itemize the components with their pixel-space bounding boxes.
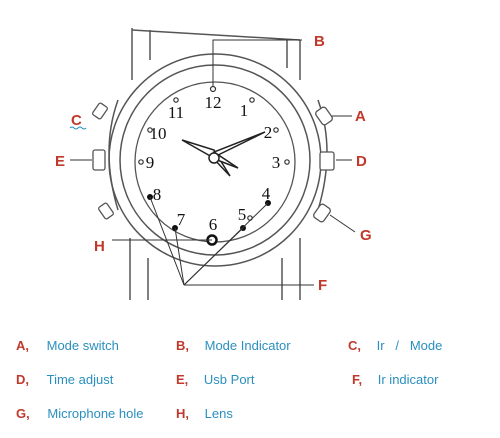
- button-g: [313, 203, 331, 223]
- dial-number: 4: [262, 184, 271, 203]
- upper-strap: [131, 28, 301, 80]
- button-lower-left: [98, 202, 114, 220]
- button-c: [92, 102, 108, 120]
- dial-number: 10: [150, 124, 167, 143]
- dial-numbers: 12 11 1 10 2 9 3 8 4 7 6 5: [146, 93, 281, 234]
- callout-f: F: [318, 277, 327, 294]
- legend-label: Microphone hole: [47, 406, 144, 421]
- legend-key: E,: [176, 372, 189, 387]
- callout-c: C: [71, 112, 82, 129]
- hour-hand: [181, 139, 231, 177]
- legend-key: A,: [16, 338, 29, 353]
- legend-item-b: B, Mode Indicator: [176, 338, 291, 353]
- watch-hands: [181, 131, 266, 177]
- legend-key: D,: [16, 372, 29, 387]
- callout-e: E: [55, 153, 65, 170]
- legend: A, Mode switch B, Mode Indicator C, Ir /…: [0, 330, 500, 438]
- legend-item-e: E, Usb Port: [176, 372, 255, 387]
- legend-item-a: A, Mode switch: [16, 338, 119, 353]
- leader-lines: [70, 39, 356, 286]
- dial-number: 1: [240, 101, 249, 120]
- callout-g: G: [360, 227, 372, 244]
- watch-diagram: 12 11 1 10 2 9 3 8 4 7 6 5: [55, 28, 372, 300]
- callout-b: B: [314, 33, 325, 50]
- minute-hand: [210, 131, 266, 169]
- legend-label: Mode Indicator: [204, 338, 291, 353]
- legend-key: F,: [352, 372, 363, 387]
- dial-number: 5: [238, 205, 247, 224]
- callout-d: D: [356, 153, 367, 170]
- legend-key: H,: [176, 406, 189, 421]
- dial-number: 3: [272, 153, 281, 172]
- legend-item-f: F, Ir indicator: [352, 372, 438, 387]
- dial-dots: [138, 85, 290, 221]
- legend-label: Ir indicator: [377, 372, 439, 387]
- side-buttons: [92, 102, 335, 223]
- dial-number: 9: [146, 153, 155, 172]
- callouts: B A C D E G H F: [55, 33, 372, 294]
- legend-key: B,: [176, 338, 189, 353]
- button-a: [315, 106, 333, 126]
- callout-c-underline: [69, 126, 87, 130]
- legend-item-c: C, Ir / Mode: [348, 338, 442, 353]
- dial-number: 12: [205, 93, 222, 112]
- legend-key: C,: [348, 338, 361, 353]
- dial-number: 2: [264, 123, 273, 142]
- legend-item-h: H, Lens: [176, 406, 233, 421]
- legend-item-d: D, Time adjust: [16, 372, 113, 387]
- legend-label: Usb Port: [203, 372, 255, 387]
- dial-number: 8: [153, 185, 162, 204]
- legend-label: Ir / Mode: [376, 338, 443, 353]
- callout-h: H: [94, 238, 105, 255]
- button-d: [319, 151, 335, 171]
- legend-label: Lens: [204, 406, 233, 421]
- legend-item-g: G, Microphone hole: [16, 406, 143, 421]
- dial-number: 7: [177, 210, 186, 229]
- dial-number: 6: [209, 215, 218, 234]
- legend-key: G,: [16, 406, 30, 421]
- legend-label: Mode switch: [46, 338, 119, 353]
- legend-label: Time adjust: [46, 372, 114, 387]
- lower-strap: [129, 238, 301, 300]
- callout-a: A: [355, 108, 366, 125]
- usb-port-e: [92, 149, 106, 171]
- dial-number: 11: [168, 103, 184, 122]
